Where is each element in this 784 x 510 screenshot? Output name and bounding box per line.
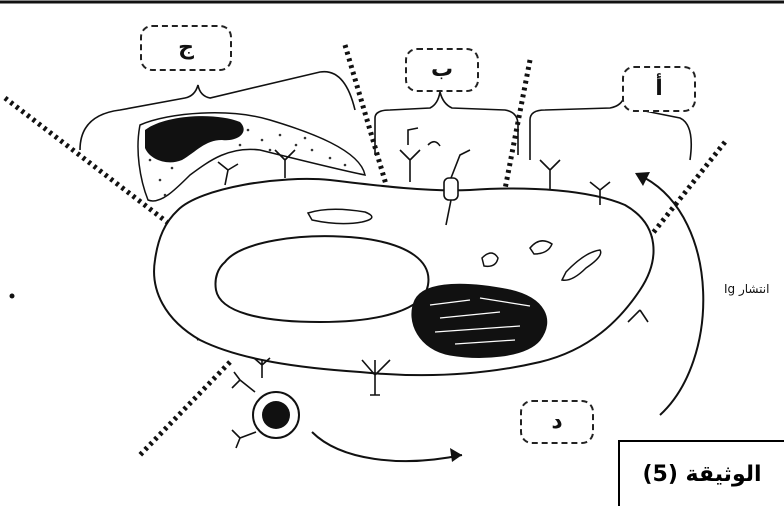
- dark-organelle: [412, 284, 547, 357]
- label-c: ج: [140, 25, 232, 71]
- antigen-hook: [428, 142, 440, 146]
- antibody-3: [400, 128, 420, 182]
- brace-b: [375, 92, 518, 155]
- arrow-bottom: [312, 432, 462, 461]
- arrow-bottom-head: [450, 448, 462, 462]
- antibody-8: [254, 358, 270, 378]
- antigen-body: [444, 178, 458, 200]
- ig-diffusion-label: انتشار Ig: [724, 282, 769, 296]
- nucleus: [215, 236, 428, 322]
- label-c-text: ج: [178, 37, 194, 59]
- label-b-text: ب: [431, 59, 453, 81]
- antibody-9: [232, 372, 255, 392]
- label-d-text: د: [551, 411, 562, 433]
- divider-bottom-left: [140, 362, 230, 455]
- left-dot: [10, 294, 15, 299]
- arrow-right: [645, 178, 703, 415]
- vesicle-1: [308, 209, 372, 223]
- vesicle-2: [482, 253, 498, 266]
- antigen-stem: [451, 150, 470, 178]
- antibody-7: [628, 310, 648, 322]
- label-d: د: [520, 400, 594, 444]
- label-a: أ: [622, 66, 696, 112]
- antibody-2: [218, 162, 238, 185]
- b-cell-nucleus: [262, 401, 290, 429]
- antibody-10: [232, 430, 256, 448]
- label-b: ب: [405, 48, 479, 92]
- document-title-box: الوثيقة (5): [618, 440, 784, 506]
- antibody-4: [540, 160, 560, 190]
- document-title: الوثيقة (5): [642, 462, 761, 487]
- label-a-text: أ: [655, 78, 663, 100]
